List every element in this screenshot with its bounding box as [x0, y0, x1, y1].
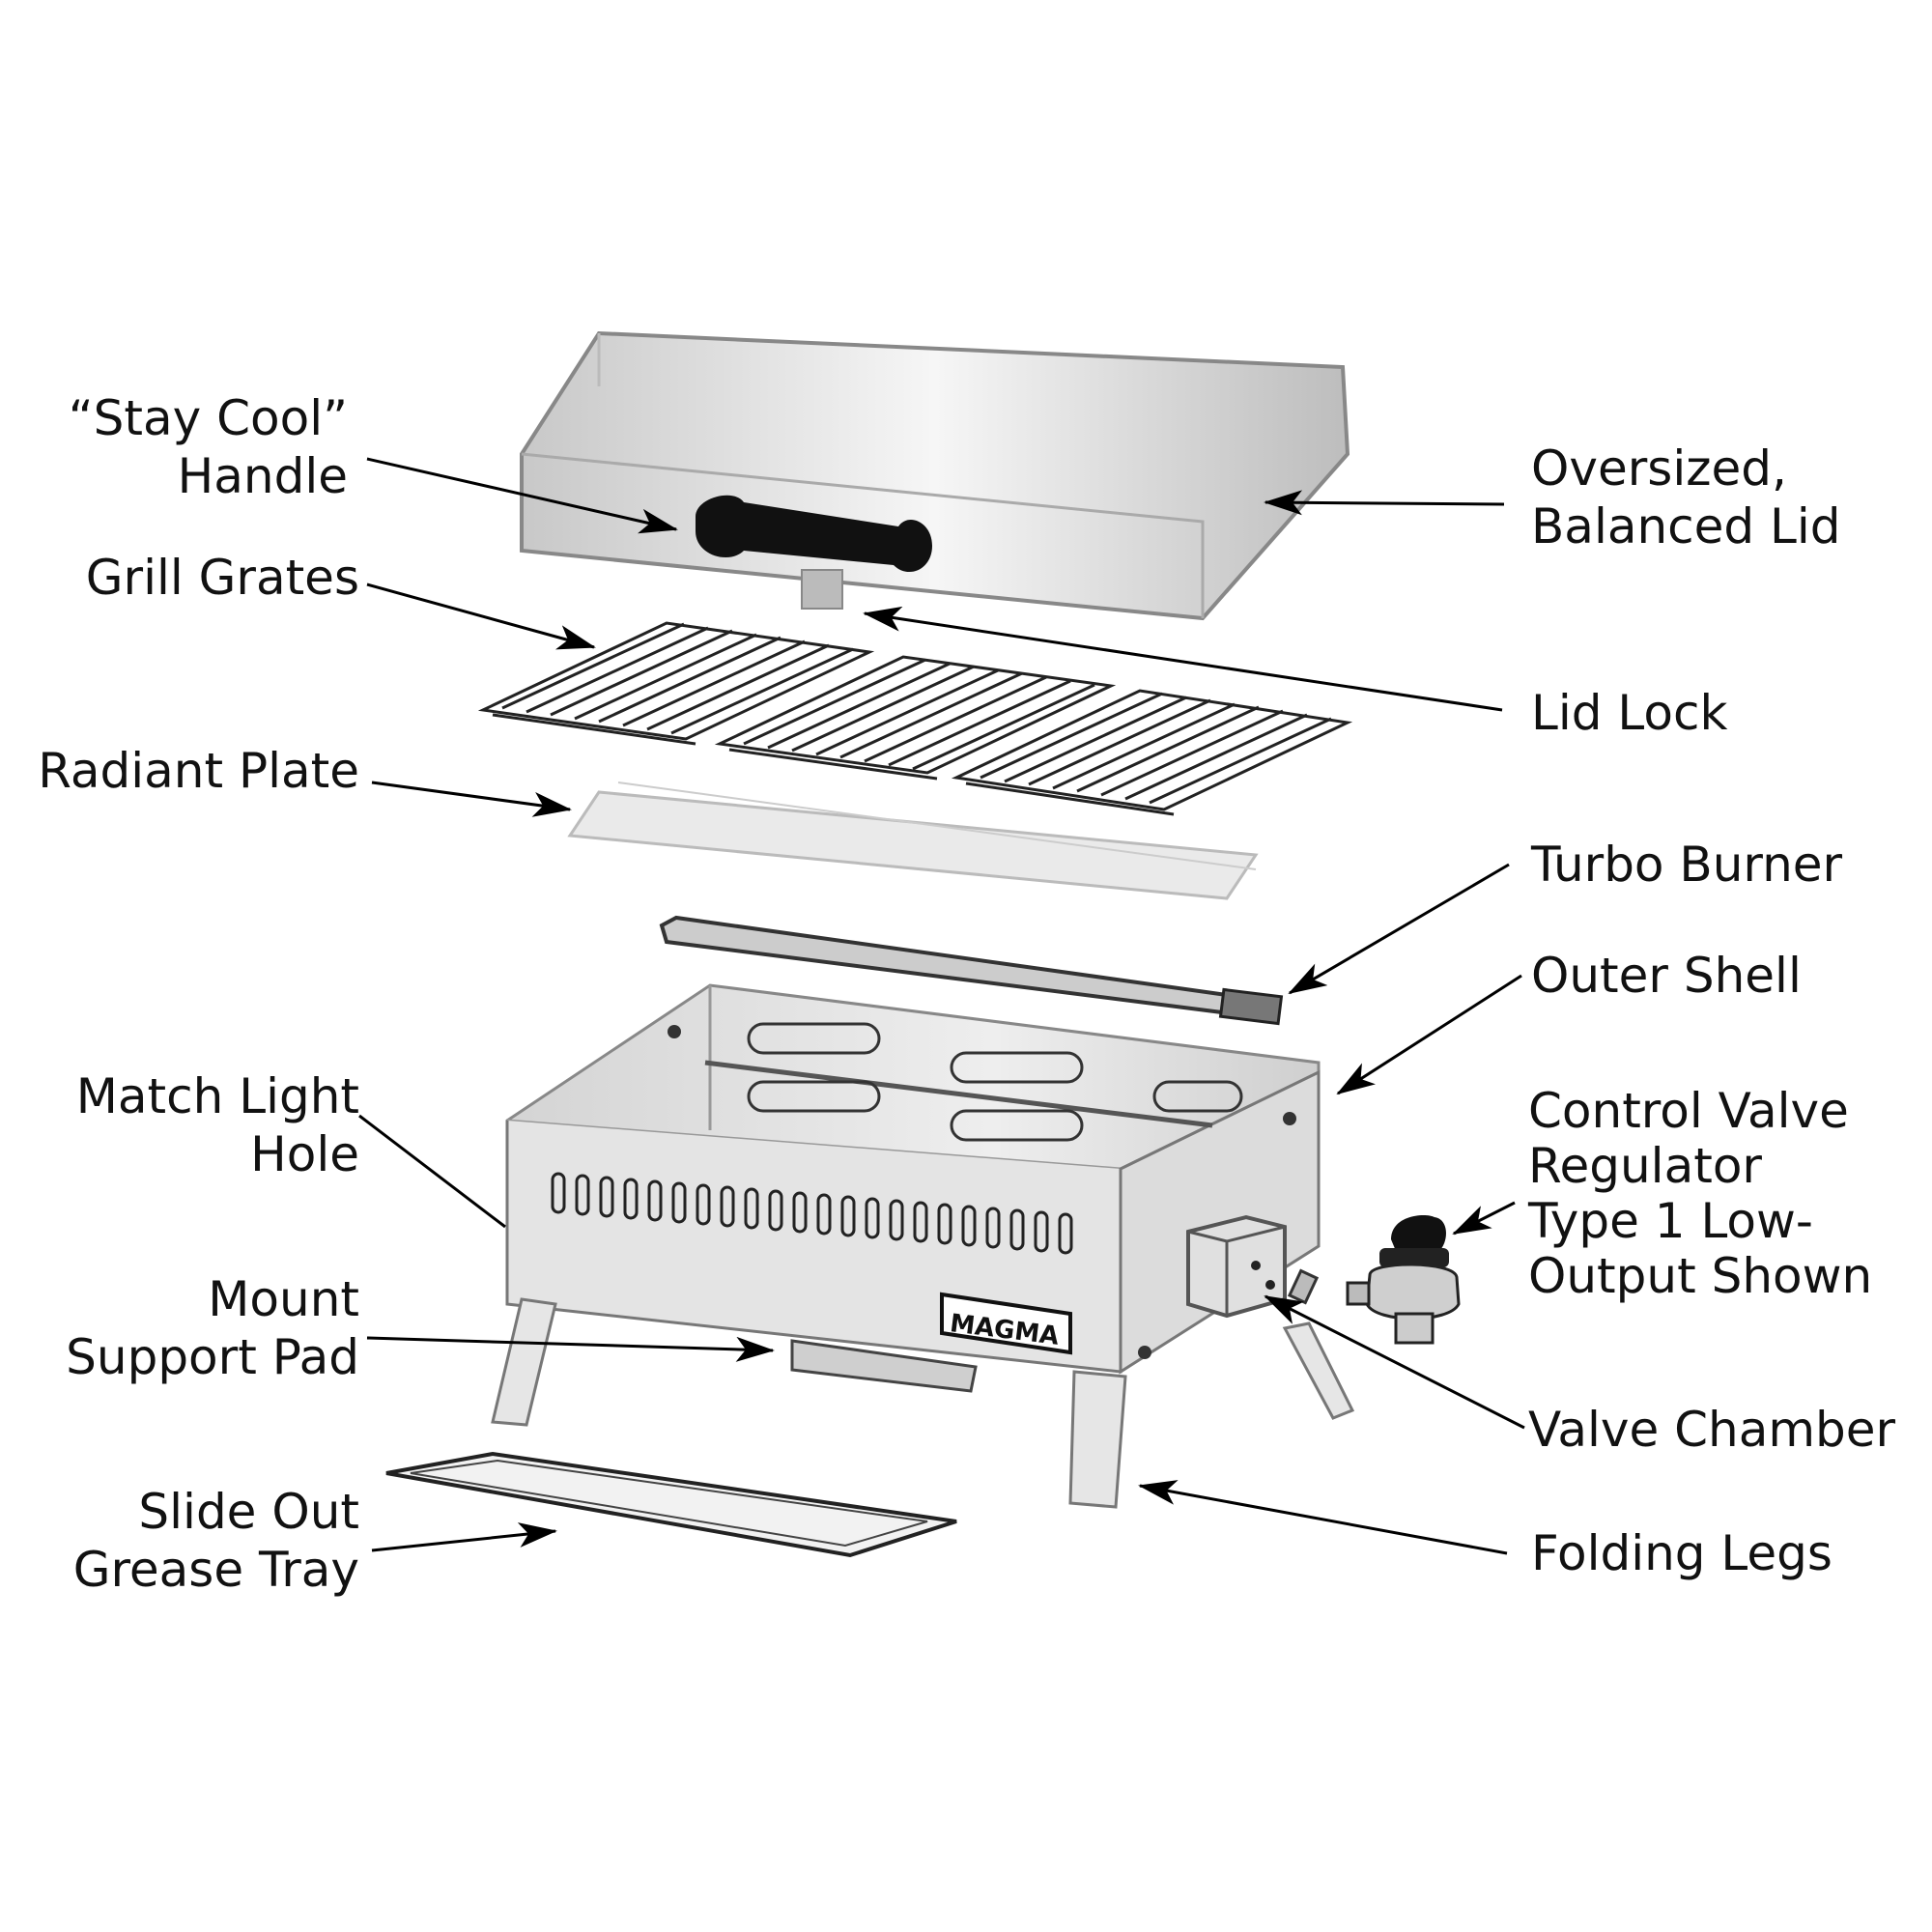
- label-valve-chamber: Valve Chamber: [1528, 1402, 1896, 1458]
- outer-shell: MAGMA: [505, 983, 1321, 1375]
- label-match-light-hole: Match Light Hole: [75, 1068, 359, 1182]
- grill-grate-left: [477, 621, 875, 746]
- grill-grate-center: [714, 655, 1117, 781]
- label-slide-out-grease-tray: Slide Out Grease Tray: [72, 1484, 359, 1598]
- grill-grate-right: [951, 689, 1353, 816]
- arrow-mount-support-pad: [366, 1336, 775, 1362]
- arrow-grease-tray: [371, 1522, 557, 1552]
- valve-chamber: [1186, 1214, 1287, 1319]
- vent-slots: [551, 1172, 1073, 1255]
- lid: [520, 330, 1350, 621]
- arrow-valve-chamber: [1264, 1294, 1525, 1430]
- label-grill-grates: Grill Grates: [85, 550, 359, 606]
- stay-cool-handle: [696, 495, 932, 573]
- label-control-valve-regulator: Control Valve Regulator Type 1 Low- Outp…: [1528, 1083, 1873, 1304]
- arrow-stay-cool-handle: [366, 457, 678, 534]
- label-turbo-burner: Turbo Burner: [1531, 837, 1843, 893]
- label-folding-legs: Folding Legs: [1531, 1525, 1833, 1581]
- arrow-lid-lock: [863, 606, 1503, 712]
- lid-lock: [801, 569, 843, 610]
- label-oversized-balanced-lid: Oversized, Balanced Lid: [1531, 440, 1841, 554]
- arrow-grill-grates: [366, 582, 596, 650]
- turbo-burner: [659, 915, 1284, 1026]
- leader-lines: [358, 457, 1525, 1555]
- folding-legs: [491, 1268, 1355, 1509]
- arrow-radiant-plate: [371, 781, 572, 817]
- label-outer-shell: Outer Shell: [1531, 948, 1802, 1004]
- label-radiant-plate: Radiant Plate: [38, 743, 359, 799]
- mount-support-pad: [790, 1339, 978, 1393]
- radiant-plate: [567, 781, 1259, 900]
- arrow-regulator: [1452, 1201, 1516, 1236]
- arrow-outer-shell: [1336, 974, 1522, 1095]
- grease-tray: [385, 1451, 957, 1558]
- label-stay-cool-handle: “Stay Cool” Handle: [68, 390, 348, 504]
- line-match-light-hole: [358, 1114, 506, 1229]
- arrow-turbo-burner: [1288, 863, 1510, 995]
- label-mount-support-pad: Mount Support Pad: [66, 1271, 359, 1385]
- label-lid-lock: Lid Lock: [1531, 685, 1728, 741]
- arrow-lid: [1264, 490, 1505, 516]
- control-valve-regulator: [1346, 1214, 1461, 1345]
- grill-grates: [477, 621, 1353, 816]
- arrow-folding-legs: [1138, 1480, 1508, 1555]
